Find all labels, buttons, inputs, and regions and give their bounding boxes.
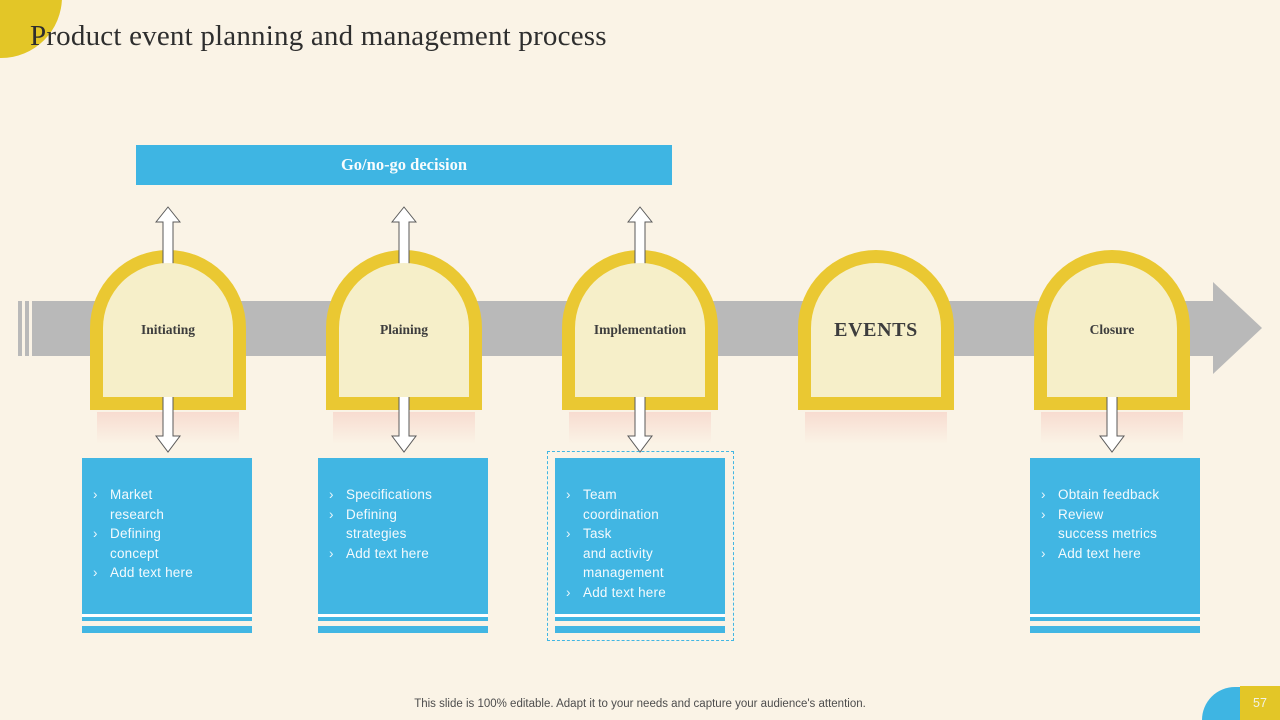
stage-label: Plaining	[379, 322, 428, 337]
down-arrow-icon	[1099, 392, 1125, 453]
selection-outline	[547, 451, 734, 641]
bullet-icon: ›	[566, 584, 571, 600]
bullet-icon: ›	[329, 487, 334, 502]
down-arrow-icon	[155, 392, 181, 453]
page-title: Product event planning and management pr…	[30, 20, 607, 52]
footer-note: This slide is 100% editable. Adapt it to…	[414, 698, 866, 710]
list-item: ›Defining strategies	[329, 506, 407, 542]
bullet-icon: ›	[1041, 545, 1046, 561]
stage-implementation[interactable]: Implementation	[562, 206, 718, 456]
timeline-tick	[25, 301, 29, 356]
bullet-icon: ›	[93, 526, 98, 541]
arch-fill	[811, 263, 941, 397]
list-item: ›Obtain feedback	[1041, 485, 1194, 505]
detail-box-plaining[interactable]: ›Specifications ›Defining strategies ›Ad…	[318, 458, 488, 621]
stage-initiating[interactable]: Initiating	[90, 206, 246, 456]
decision-banner-label: Go/no-go decision	[340, 155, 468, 174]
list-item: ›Defining concept	[93, 526, 162, 561]
bullet-icon: ›	[566, 487, 571, 502]
list-item: ›Specifications	[329, 485, 482, 505]
list-item: ›Add text here	[566, 583, 719, 603]
page-number-badge: 57	[1240, 686, 1280, 720]
arch-fill	[1047, 263, 1177, 397]
bullet-icon: ›	[1041, 487, 1046, 502]
stage-label: Initiating	[140, 322, 195, 337]
detail-box-implementation[interactable]: ›Team coordination ›Task and activity ma…	[555, 458, 725, 621]
box-shadow-strip	[555, 626, 725, 633]
arch-glow	[805, 412, 947, 444]
arch-fill	[103, 263, 233, 397]
timeline-arrowhead-icon	[1213, 282, 1262, 374]
bullet-icon: ›	[329, 506, 334, 522]
list-item: ›Market research	[93, 487, 165, 522]
stage-label: Closure	[1089, 322, 1135, 337]
timeline-tick	[18, 301, 22, 356]
box-shadow-strip	[1030, 626, 1200, 633]
down-arrow-icon	[391, 392, 417, 453]
down-arrow-icon	[627, 392, 653, 453]
stage-label: Implementation	[593, 322, 687, 337]
list-item: ›Team coordination	[566, 487, 659, 522]
bullet-icon: ›	[93, 487, 98, 502]
stage-events[interactable]: EVENTS	[798, 206, 954, 456]
bullet-icon: ›	[93, 565, 98, 580]
arch-fill	[575, 263, 705, 397]
stage-closure[interactable]: Closure	[1034, 206, 1190, 456]
list-item: ›Add text here	[93, 563, 246, 583]
decision-banner[interactable]: Go/no-go decision	[136, 145, 672, 185]
box-shadow-strip	[82, 626, 252, 633]
bullet-icon: ›	[1041, 506, 1046, 522]
detail-box-closure[interactable]: ›Obtain feedback ›Review success metrics…	[1030, 458, 1200, 621]
bullet-icon: ›	[566, 526, 571, 541]
arch-fill	[339, 263, 469, 397]
detail-box-initiating[interactable]: ›Market research ›Defining concept ›Add …	[82, 458, 252, 621]
box-shadow-strip	[318, 626, 488, 633]
bullet-icon: ›	[329, 545, 334, 561]
stage-label: EVENTS	[834, 318, 918, 341]
page-badge-arc	[1202, 687, 1240, 720]
stage-plaining[interactable]: Plaining	[326, 206, 482, 456]
list-item: ›Task and activity management	[566, 526, 664, 580]
list-item: ›Add text here	[1041, 544, 1194, 564]
list-item: ›Review success metrics	[1041, 506, 1158, 542]
list-item: ›Add text here	[329, 544, 482, 564]
